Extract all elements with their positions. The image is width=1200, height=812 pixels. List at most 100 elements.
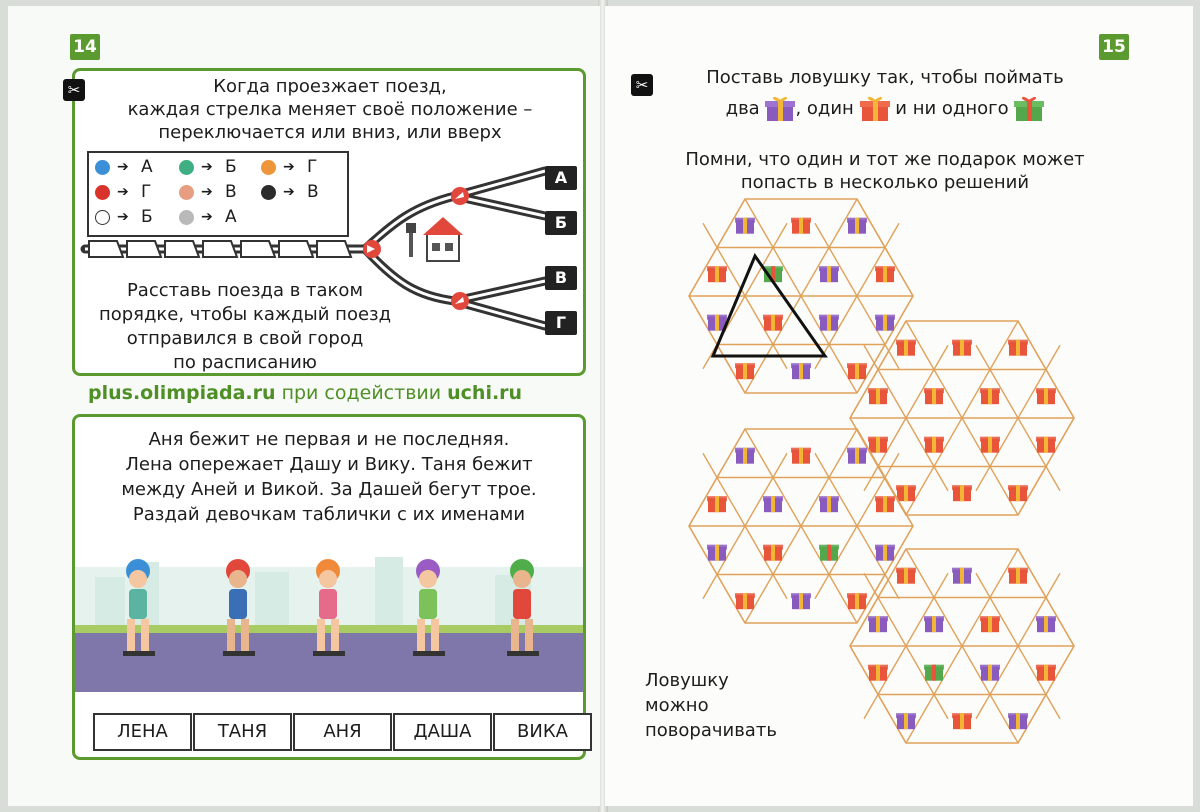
runners-text-line: Лена опережает Дашу и Вику. Таня бежит: [125, 454, 533, 475]
gift-icon: [847, 363, 867, 380]
gift-icon: [707, 496, 727, 513]
name-card-lena[interactable]: ЛЕНА: [93, 713, 192, 751]
hex-puzzle: [688, 428, 914, 624]
grid-line: [814, 452, 900, 600]
runners-text-line: Раздай девочкам таблички с их именами: [132, 504, 526, 525]
train-legend: ➔ А ➔ Б ➔ Г ➔ Г ➔ В ➔ В ➔ Б ➔ А: [87, 151, 349, 237]
right-page: 15 ✂ Поставь ловушку так, чтобы поймать …: [605, 6, 1193, 806]
gift-icon: [735, 447, 755, 464]
runners-text-line: между Аней и Викой. За Дашей бегут трое.: [121, 479, 537, 500]
gift-icon: [868, 664, 888, 681]
gift-icon: [1036, 436, 1056, 453]
instruction-none: и ни одного: [895, 98, 1009, 119]
gift-icon: [1036, 616, 1056, 633]
arrow-icon: ➔: [201, 159, 213, 175]
train-dot: [179, 185, 194, 200]
gift-icon: [707, 266, 727, 283]
runners-task-box: Аня бежит не первая и не последняя. Лена…: [72, 414, 592, 760]
hex-puzzle: [849, 548, 1075, 744]
site-link[interactable]: plus.olimpiada.ru: [88, 382, 276, 404]
gift-icon: [1008, 485, 1028, 502]
gift-icon: [980, 616, 1000, 633]
red-gift-icon: [859, 95, 890, 123]
name-card-vika[interactable]: ВИКА: [493, 713, 592, 751]
gift-icon: [896, 567, 916, 584]
trap-instruction: Поставь ловушку так, чтобы поймать два ,…: [665, 66, 1105, 123]
city-sign-v: В: [545, 266, 577, 290]
gift-icon: [735, 593, 755, 610]
hex-puzzle: [849, 320, 1075, 516]
gift-icon: [952, 713, 972, 730]
train-dot: [179, 210, 194, 225]
gift-icon: [847, 447, 867, 464]
legend-city: Г: [141, 182, 152, 202]
runner-group: [123, 559, 539, 656]
name-card-dasha[interactable]: ДАША: [393, 713, 492, 751]
grid-line: [814, 222, 900, 370]
gift-icon: [1036, 664, 1056, 681]
runners-task-text: Аня бежит не первая и не последняя. Лена…: [85, 427, 573, 527]
legend-city: Б: [141, 207, 153, 227]
note-line: Помни, что один и тот же подарок может: [685, 149, 1085, 170]
footer-middle-text: при содействии: [281, 382, 442, 404]
gift-icon: [735, 363, 755, 380]
instruction-two: два: [725, 98, 760, 119]
gift-icon: [875, 314, 895, 331]
train-dot: [95, 210, 110, 225]
gift-icon: [868, 616, 888, 633]
gift-icon: [952, 339, 972, 356]
arrow-icon: ➔: [283, 159, 295, 175]
arrow-icon: ➔: [117, 159, 129, 175]
gift-icon: [1008, 339, 1028, 356]
train-bottom-line: Расставь поезда в таком: [126, 280, 364, 301]
gift-icon: [924, 436, 944, 453]
gift-icon: [1036, 388, 1056, 405]
name-card-tanya[interactable]: ТАНЯ: [193, 713, 292, 751]
grid-line: [744, 198, 858, 394]
gift-icon: [924, 388, 944, 405]
gift-icon: [847, 593, 867, 610]
train-dot: [95, 160, 110, 175]
train-bottom-text: Расставь поезда в таком порядке, чтобы к…: [95, 279, 395, 375]
train-task-text: Когда проезжает поезд, каждая стрелка ме…: [95, 75, 565, 144]
partner-link[interactable]: uchi.ru: [447, 382, 523, 404]
gift-icon: [791, 447, 811, 464]
gift-icon: [896, 339, 916, 356]
gift-icon: [819, 266, 839, 283]
arrow-icon: ➔: [117, 209, 129, 225]
gift-icon: [763, 266, 783, 283]
train-text-line: каждая стрелка меняет своё положение –: [127, 99, 533, 120]
trap-note-line: поворачивать: [645, 720, 777, 741]
hex-puzzle: [688, 198, 914, 394]
gift-icon: [868, 436, 888, 453]
scissors-icon: ✂: [631, 74, 653, 96]
legend-city: А: [141, 157, 153, 177]
trap-triangle[interactable]: [710, 252, 828, 358]
name-card-anya[interactable]: АНЯ: [293, 713, 392, 751]
train-bottom-line: по расписанию: [173, 352, 317, 373]
gift-icon: [1008, 713, 1028, 730]
gift-icon: [791, 593, 811, 610]
gift-icon: [819, 314, 839, 331]
legend-city: Б: [225, 157, 237, 177]
gift-icon: [875, 266, 895, 283]
gift-icon: [952, 567, 972, 584]
runners-illustration: [75, 557, 583, 692]
gift-icon: [875, 544, 895, 561]
grid-line: [905, 320, 1019, 516]
gift-icon: [924, 664, 944, 681]
gift-icon: [924, 616, 944, 633]
note-line: попасть в несколько решений: [740, 172, 1030, 193]
train-dot: [179, 160, 194, 175]
gift-icon: [819, 496, 839, 513]
city-sign-g: Г: [545, 311, 577, 335]
train-task-box: ✂ Когда проезжает поезд, каждая стрелка …: [63, 68, 586, 376]
gift-icon: [980, 436, 1000, 453]
railway-diagram: [80, 166, 550, 331]
gift-icon: [952, 485, 972, 502]
city-sign-b: Б: [545, 211, 577, 235]
purple-gift-icon: [765, 95, 796, 123]
gift-icon: [1008, 567, 1028, 584]
grid-line: [975, 572, 1061, 720]
train-text-line: Когда проезжает поезд,: [213, 76, 447, 97]
